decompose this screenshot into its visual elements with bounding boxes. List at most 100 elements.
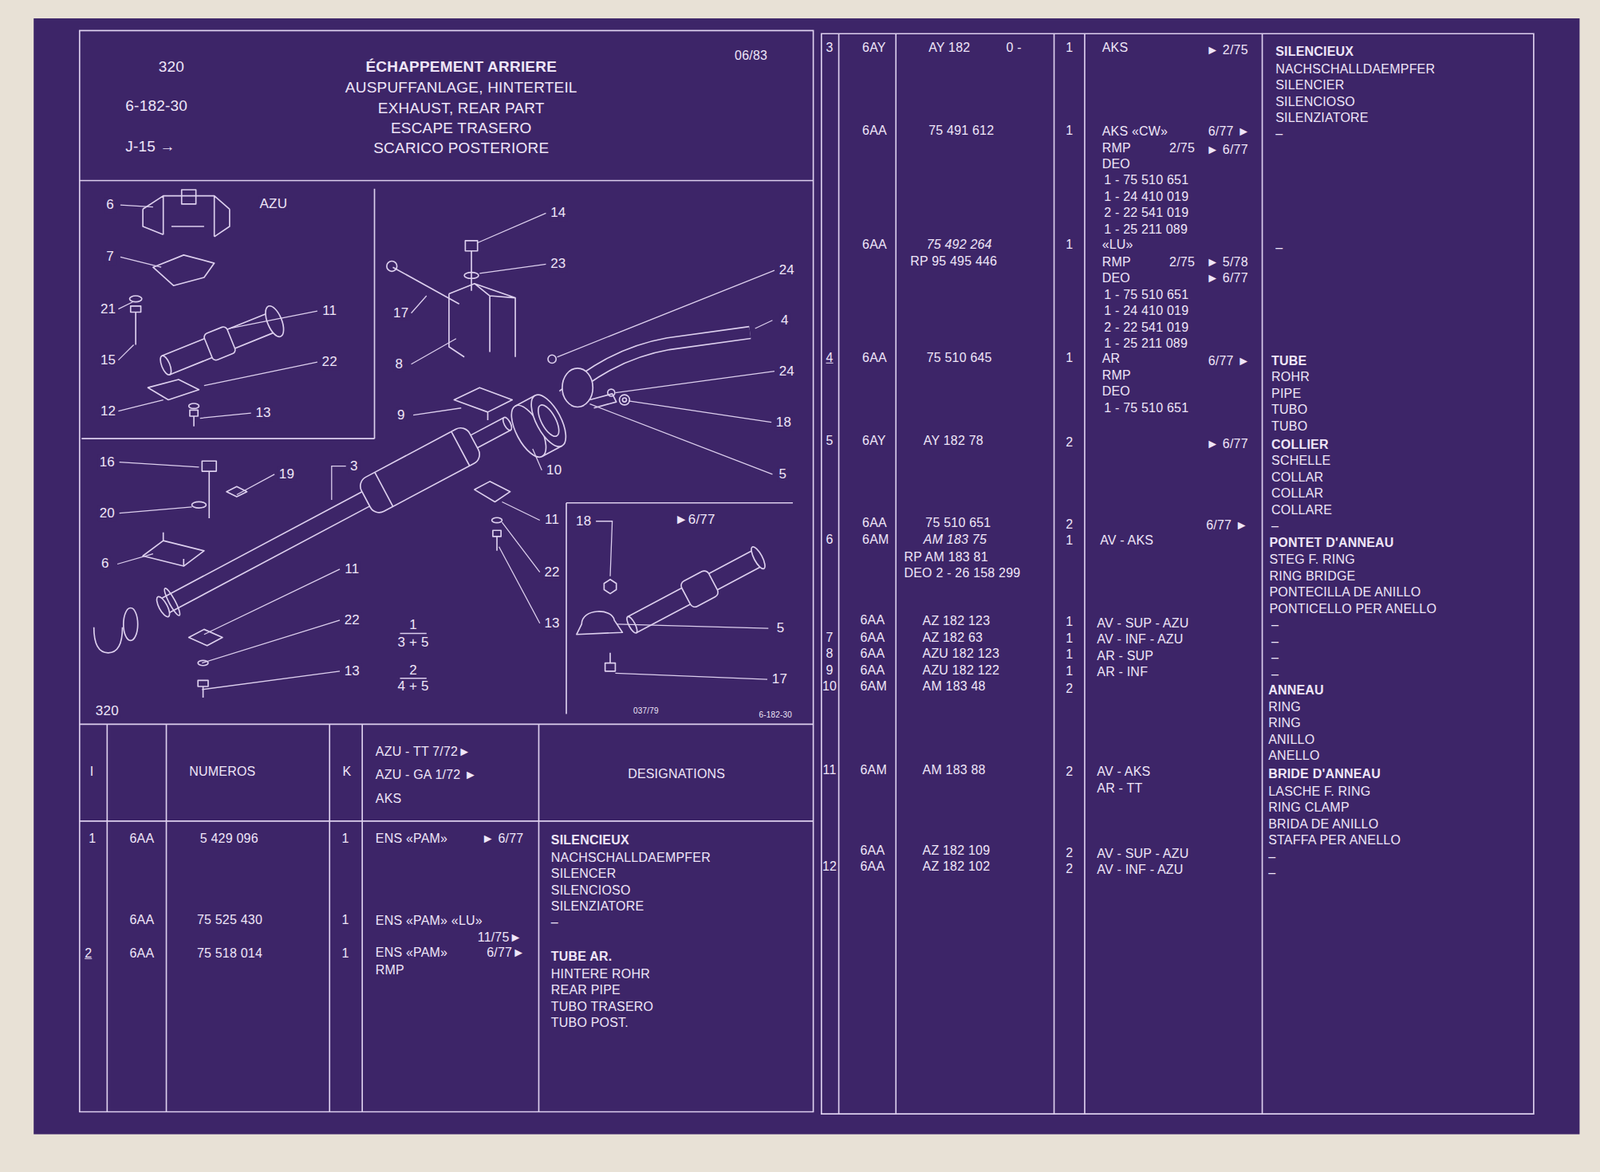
drawing-part [117, 404, 773, 565]
callout-number: 24 [777, 363, 797, 380]
drawing-part [605, 653, 616, 672]
table-cell: TUBE [1271, 354, 1307, 369]
table-cell: 1 [342, 831, 350, 846]
table-cell: – [1268, 866, 1276, 881]
drawing-part [566, 503, 793, 715]
table-cell: ► 6/77 [1205, 436, 1249, 451]
table-cell: AY 182 78 [923, 433, 984, 448]
callout-number: 2 [409, 662, 418, 679]
table-cell: 1 [1065, 350, 1073, 366]
table-cell: SILENCIEUX [551, 833, 630, 848]
drawing-part [189, 629, 223, 646]
drawing-part [449, 283, 516, 358]
table-cell: 1 - 25 211 089 [1103, 222, 1188, 237]
drawing-part [79, 180, 814, 821]
table-cell: ENS «PAM» «LU» [375, 914, 483, 929]
table-cell: AV - INF - AZU [1096, 863, 1183, 878]
table-cell: PONTECILLA DE ANILLO [1268, 585, 1421, 600]
drawing-part [839, 33, 1263, 1115]
table-cell: SILENCER [551, 866, 617, 882]
table-cell: ROHR [1271, 370, 1310, 385]
drawing-part [150, 405, 520, 627]
callout-number: 4 + 5 [397, 678, 429, 695]
callout-number: 3 [348, 458, 360, 475]
drawing-part [142, 532, 205, 567]
drawing-part [201, 522, 540, 690]
table-cell: 1 [1065, 614, 1073, 630]
table-cell: 6AA [859, 843, 885, 859]
callout-number: 16 [98, 454, 117, 471]
table-cell: 2 [1065, 845, 1073, 860]
drawing-part [189, 409, 198, 426]
table-cell: AZU 182 123 [922, 646, 1000, 662]
table-cell: DEO [1102, 271, 1131, 286]
table-cell: 6/77 ► [1205, 518, 1249, 533]
table-cell: 2 [1065, 681, 1073, 696]
callout-number: 11 [543, 512, 561, 529]
table-cell: 1 [342, 913, 350, 928]
table-cell: AKS [375, 792, 402, 807]
table-cell: 6AA [862, 350, 887, 366]
callout-number: 320 [94, 703, 121, 720]
table-cell: AZ 182 63 [922, 630, 984, 645]
callout-number: 15 [98, 352, 118, 369]
drawing-part [142, 189, 230, 237]
drawing-part [201, 461, 217, 519]
callout-number: 21 [98, 301, 118, 318]
drawing-part [159, 489, 375, 615]
drawing-part [189, 403, 200, 409]
table-cell: 1 [1065, 123, 1073, 138]
callout-number: 14 [548, 205, 568, 222]
table-cell: AV - AKS [1096, 764, 1151, 780]
table-cell: – [1275, 240, 1283, 256]
table-cell: 2 [1065, 516, 1073, 532]
table-cell: ► 6/77 [481, 831, 525, 846]
table-cell: 9 [826, 662, 834, 678]
table-cell: «LU» [1102, 237, 1134, 253]
callout-number: ►6/77 [673, 512, 718, 529]
drawing-part [155, 303, 288, 383]
table-cell: 1 - 75 510 651 [1103, 287, 1189, 303]
table-cell: 6AY [862, 433, 887, 448]
table-cell: PIPE [1271, 386, 1301, 402]
table-cell: 2 [1065, 435, 1073, 450]
drawing-part [534, 401, 564, 440]
drawing-part [374, 431, 470, 507]
heading-text: EXHAUST, REAR PART [378, 99, 545, 118]
table-cell: – [1275, 126, 1283, 141]
callout-number: 13 [342, 663, 362, 680]
table-cell: AV - SUP - AZU [1096, 615, 1189, 631]
callout-number: 8 [393, 356, 405, 373]
drawing-part [203, 325, 237, 362]
table-cell: 6AM [859, 763, 887, 778]
callout-number: 17 [391, 305, 410, 322]
table-cell: SILENZIATORE [1275, 110, 1369, 126]
table-cell: SILENCIOSO [551, 883, 631, 899]
table-cell: TUBO [1271, 419, 1308, 434]
drawing-part [474, 481, 511, 503]
table-cell: 2 [1065, 764, 1073, 780]
table-cell: 1 [1065, 237, 1073, 253]
callout-number: AZU [258, 196, 290, 213]
drawing-part [679, 569, 721, 610]
table-cell: 6/77 ► [1208, 354, 1251, 369]
table-cell: 12 [822, 859, 837, 875]
table-cell: 7 [826, 630, 834, 645]
callout-number: 12 [98, 403, 118, 420]
drawing-part [603, 579, 616, 595]
table-cell: REAR PIPE [551, 983, 621, 998]
callout-number: 13 [253, 405, 272, 422]
heading-text: 6-182-30 [125, 97, 188, 115]
table-cell: COLLAR [1271, 470, 1324, 485]
table-cell: AKS [1102, 40, 1129, 56]
table-cell: 6 [826, 532, 834, 548]
callout-number: 23 [548, 256, 568, 273]
drawing-part [148, 379, 200, 401]
table-cell: – [1271, 634, 1279, 649]
callout-number: 11 [320, 303, 339, 320]
table-cell: LASCHE F. RING [1268, 784, 1371, 800]
table-cell: 5 [826, 433, 834, 448]
table-cell: RING CLAMP [1268, 800, 1350, 816]
table-cell: 1 [1065, 664, 1073, 679]
